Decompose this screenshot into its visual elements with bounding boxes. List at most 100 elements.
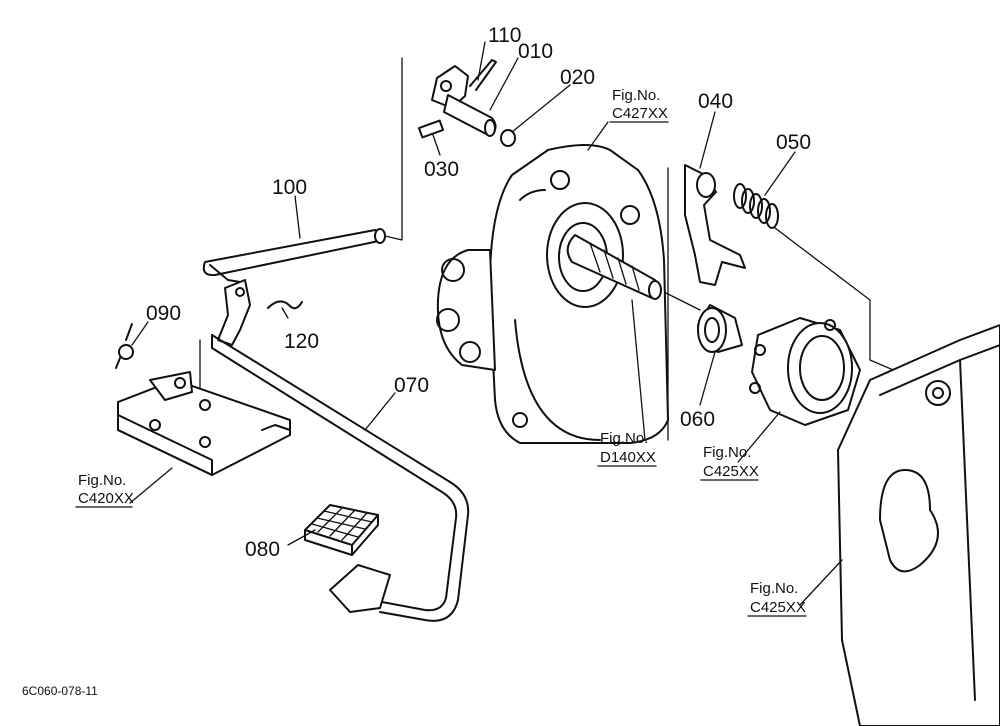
block-boss-hole — [932, 387, 944, 399]
lever-arm-hole — [440, 80, 452, 92]
ref5-label: Fig.No. — [750, 580, 798, 597]
housing-rib — [519, 189, 546, 201]
spline-2 — [603, 249, 614, 279]
guide-line-shaft-end — [659, 289, 701, 311]
flange-hole-1 — [754, 344, 766, 356]
leader-ref4 — [129, 467, 173, 504]
ref1-code: C427XX — [612, 105, 668, 122]
leader-ref2 — [631, 299, 646, 441]
plate-hole-2 — [199, 436, 211, 448]
guide-line-shaft — [384, 57, 403, 241]
part-label-070: 070 — [394, 374, 429, 397]
part-label-010: 010 — [518, 40, 553, 63]
housing-bolt-3 — [459, 341, 481, 363]
spring-coil-5 — [765, 203, 779, 229]
plate-lip — [117, 401, 213, 476]
spring-coil — [118, 344, 134, 360]
clip-120 — [267, 300, 303, 310]
rod-body — [202, 229, 386, 277]
spring-050 — [733, 183, 779, 229]
sleeve-bore — [704, 317, 720, 343]
pad-edge — [351, 514, 379, 556]
ref4-label: Fig.No. — [78, 472, 126, 489]
ref1-label: Fig.No. — [612, 87, 660, 104]
block-side-edge — [959, 359, 976, 701]
shift-fork-040 — [684, 164, 746, 286]
bearing-housing — [749, 317, 861, 426]
part-label-090: 090 — [146, 302, 181, 325]
leader-020 — [511, 84, 571, 133]
engine-block — [837, 324, 1000, 726]
release-sleeve-060 — [697, 304, 743, 353]
plate-tab-hole — [174, 377, 186, 389]
part-label-030: 030 — [424, 158, 459, 181]
housing-bore — [546, 202, 624, 308]
lever-plate — [217, 279, 251, 346]
part-label-110: 110 — [488, 24, 521, 47]
leader-060 — [699, 351, 716, 406]
pedal-plate — [329, 564, 391, 613]
bearing-inner — [799, 335, 845, 401]
part-label-080: 080 — [245, 538, 280, 561]
lever-plate-hole — [235, 287, 245, 297]
leader-ref3 — [737, 411, 781, 463]
figure-references: Fig.No. C427XX Fig.No. D140XX Fig.No. C4… — [75, 87, 807, 617]
housing-bolt-4 — [550, 170, 570, 190]
leader-050 — [764, 151, 796, 196]
housing-lower-edge — [514, 319, 601, 441]
leader-120 — [281, 307, 289, 319]
spring-coil-4 — [757, 198, 771, 224]
spring-090 — [115, 323, 134, 369]
pad-grid-4 — [317, 506, 344, 533]
part-label-060: 060 — [680, 408, 715, 431]
sleeve-face — [697, 307, 727, 353]
leader-070 — [364, 392, 396, 431]
leader-110 — [477, 41, 486, 81]
part-label-120: 120 — [284, 330, 319, 353]
housing-bolt-5 — [620, 205, 640, 225]
spring-hook-top — [125, 323, 133, 341]
housing-bolt-6 — [512, 412, 528, 428]
leader-030 — [432, 134, 441, 156]
leader-ref5 — [799, 559, 843, 606]
pedal-pad-080 — [304, 504, 379, 556]
rod-bend — [209, 264, 241, 283]
leader-010 — [489, 57, 519, 111]
spline-3 — [617, 257, 627, 285]
clutch-housing — [436, 144, 669, 444]
ref2-label: Fig.No. — [600, 430, 648, 447]
shaft-010-end — [484, 119, 496, 137]
pad-grid-1 — [316, 517, 366, 530]
diagram-code: 6C060-078-11 — [22, 684, 98, 698]
fork-boss — [696, 172, 716, 198]
part-label-040: 040 — [698, 90, 733, 113]
plate-hole-1 — [149, 419, 161, 431]
flange-hole-2 — [749, 382, 761, 394]
pin-110 — [469, 59, 497, 91]
housing-body — [488, 144, 669, 444]
block-body — [837, 324, 1000, 726]
flange-hole-3 — [824, 319, 836, 331]
plate-hole-3 — [199, 399, 211, 411]
spring-coil-1 — [733, 183, 747, 209]
o-ring-020 — [500, 129, 516, 147]
leader-080 — [287, 529, 316, 546]
leader-ref1 — [587, 121, 609, 151]
leader-090 — [131, 321, 149, 346]
plate-slot — [261, 424, 291, 431]
part-labels: 110 010 020 030 040 050 060 070 080 090 … — [146, 24, 811, 561]
pin-030 — [417, 119, 445, 139]
ref2-code: D140XX — [600, 449, 656, 466]
rod-outer — [211, 334, 470, 622]
pad-grid-5 — [329, 509, 356, 537]
ref5-code: C425XX — [750, 599, 806, 616]
ref3-label: Fig.No. — [703, 444, 751, 461]
spring-hook-bottom — [115, 357, 121, 369]
bearing-outer — [787, 322, 853, 414]
bracket-plate — [117, 371, 291, 476]
pedal-rod-070 — [211, 334, 470, 622]
block-opening — [879, 469, 939, 573]
shaft-end — [648, 280, 662, 300]
